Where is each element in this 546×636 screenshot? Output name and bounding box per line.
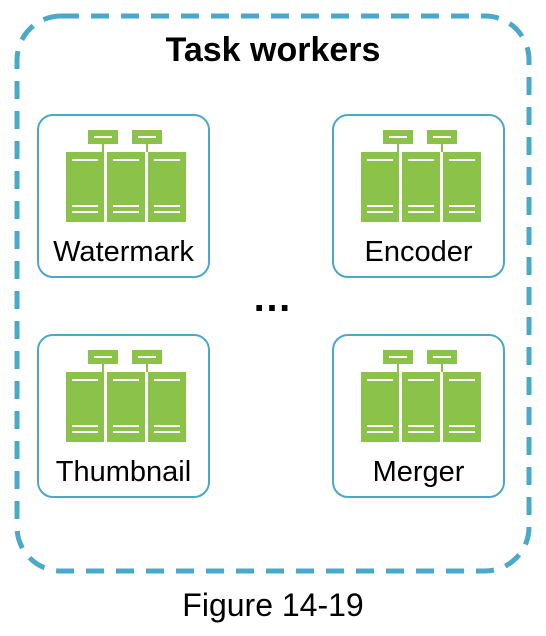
worker-label-watermark: Watermark — [53, 236, 194, 268]
worker-label-merger: Merger — [372, 456, 465, 488]
task-workers-group-border — [14, 13, 532, 574]
server-rack-icon — [66, 350, 186, 442]
worker-card-merger: Merger — [332, 334, 505, 498]
worker-label-thumbnail: Thumbnail — [55, 456, 192, 488]
group-title: Task workers — [165, 31, 381, 69]
figure-caption: Figure 14-19 — [182, 587, 364, 623]
server-rack-icon — [66, 130, 186, 222]
worker-card-watermark: Watermark — [37, 114, 210, 278]
server-rack-icon — [361, 350, 481, 442]
more-workers-ellipsis: … — [252, 276, 294, 320]
worker-card-encoder: Encoder — [332, 114, 505, 278]
worker-label-encoder: Encoder — [364, 236, 473, 268]
server-rack-icon — [361, 130, 481, 222]
worker-card-thumbnail: Thumbnail — [37, 334, 210, 498]
